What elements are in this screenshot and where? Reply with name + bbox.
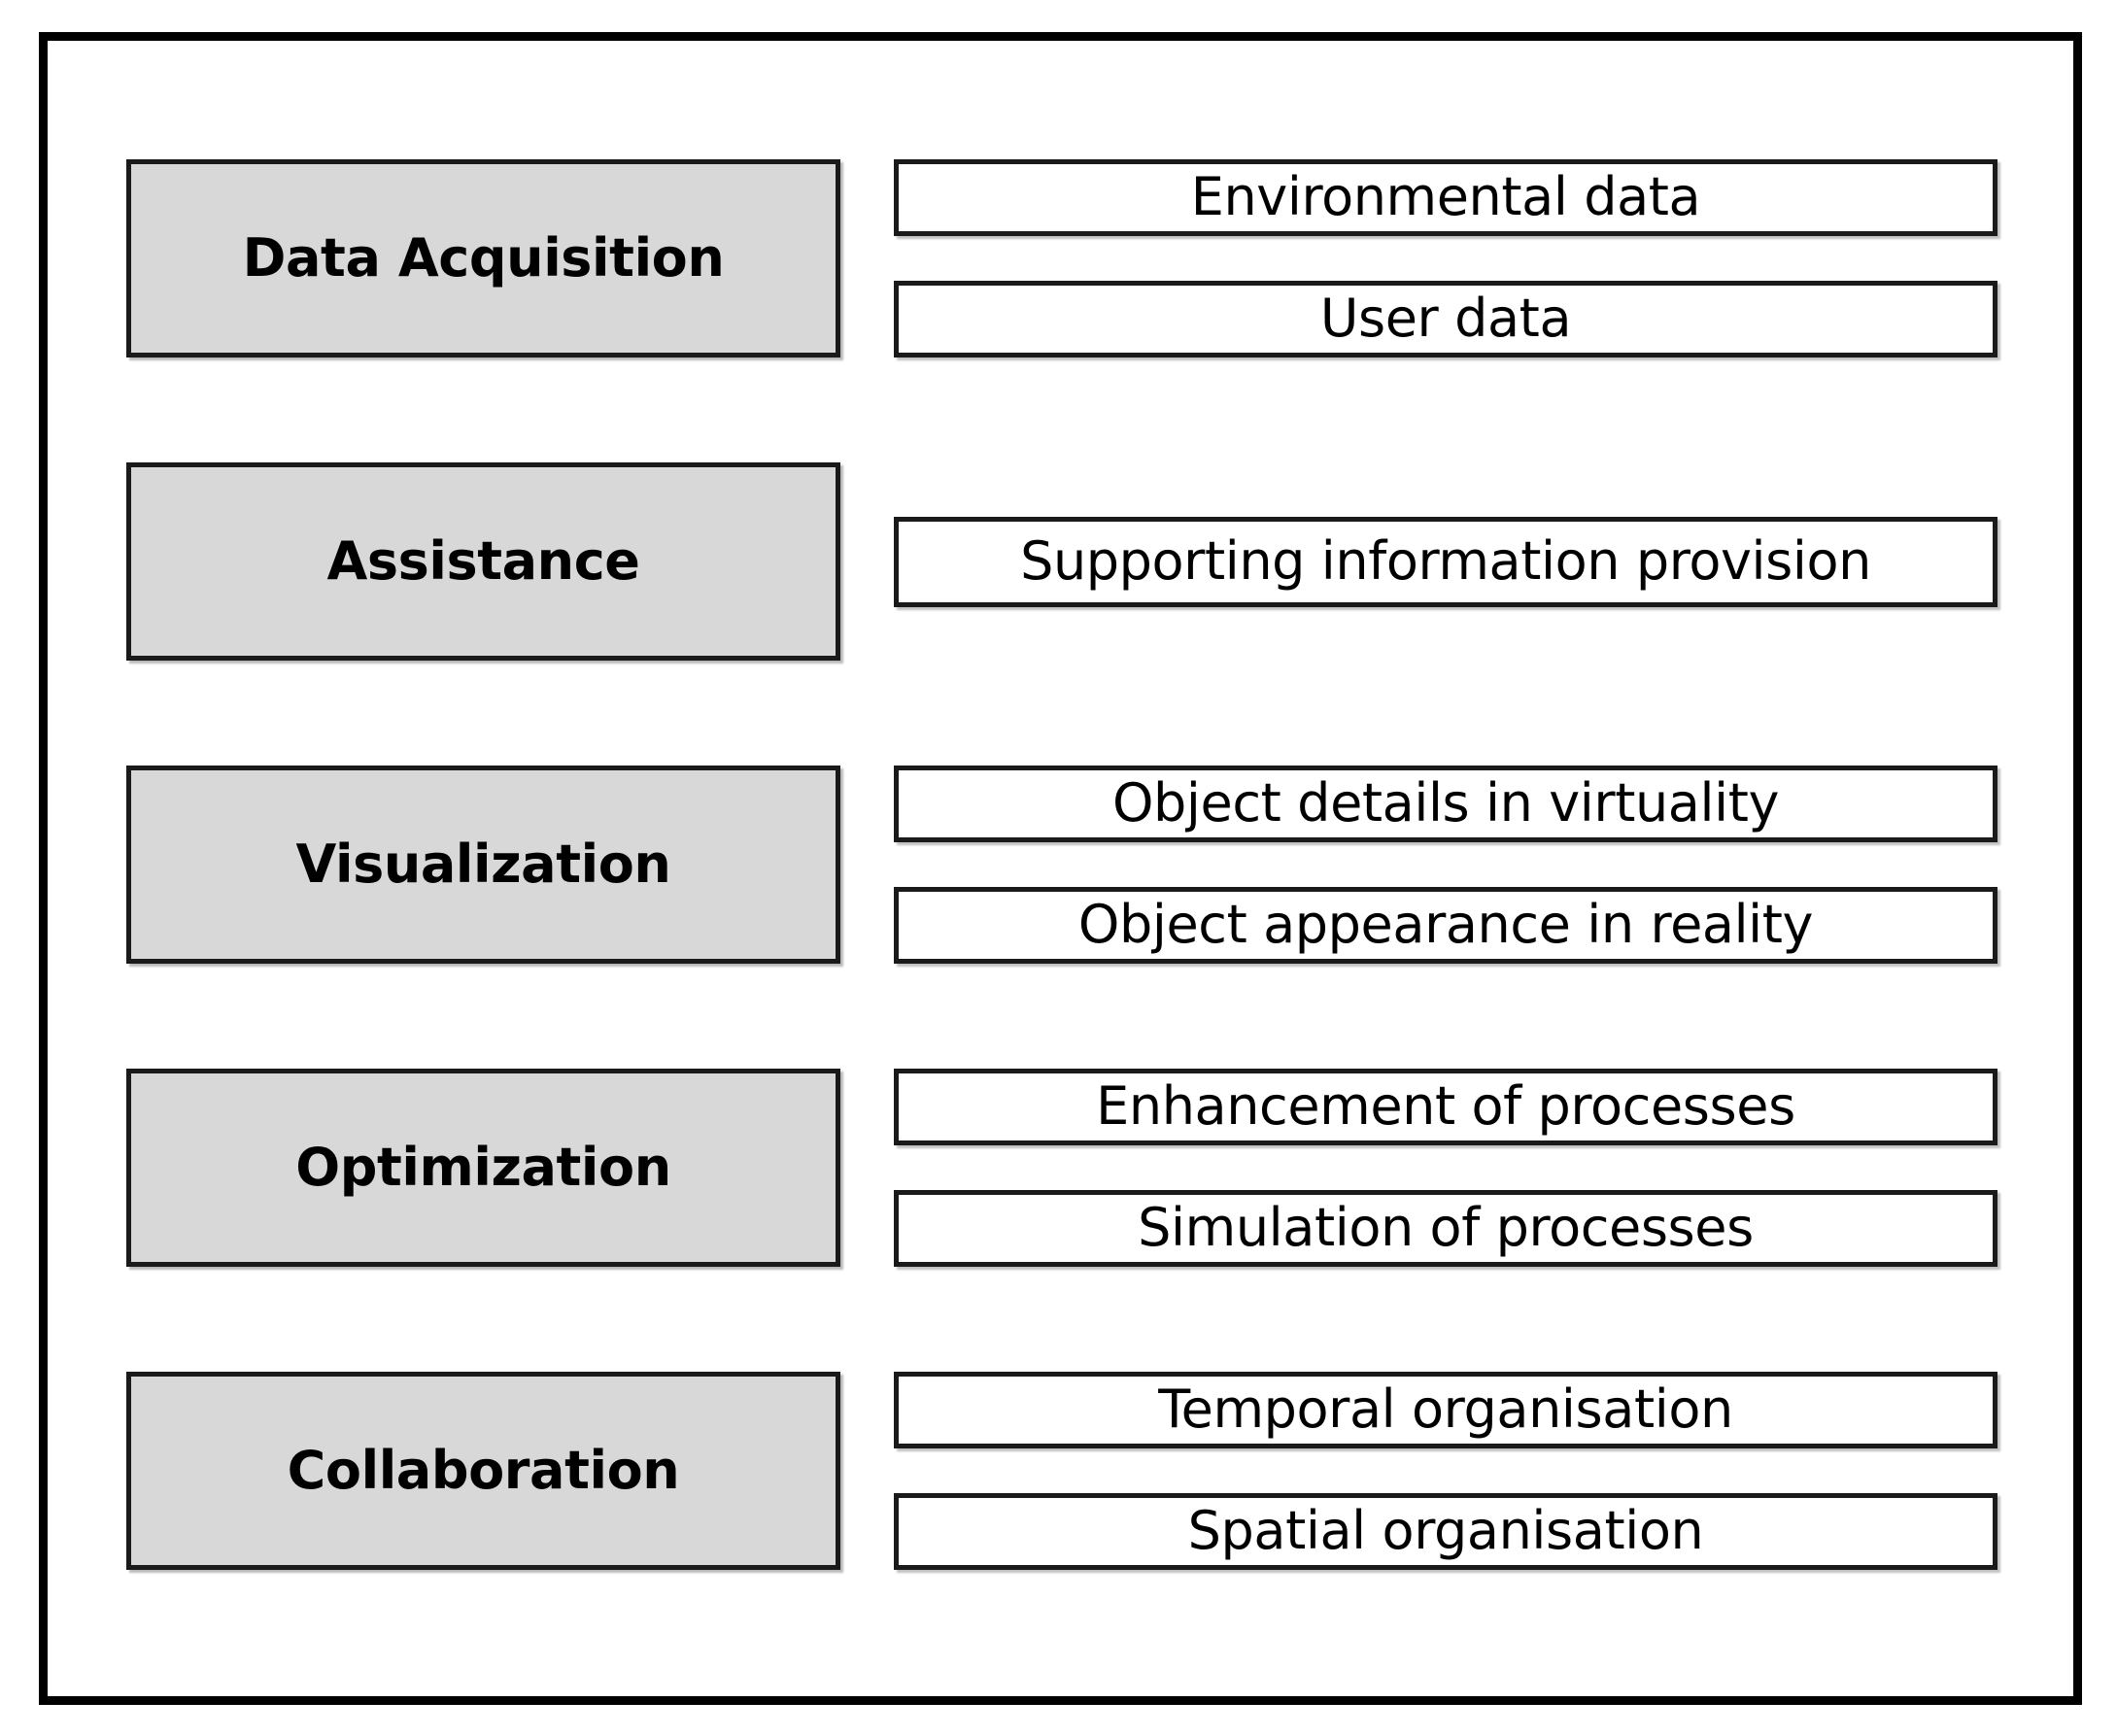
item-box: Temporal organisation [894,1372,1997,1448]
item-label: Supporting information provision [1020,529,1871,592]
item-box: Enhancement of processes [894,1069,1997,1145]
category-row-assistance: Assistance Supporting information provis… [126,462,1997,661]
category-row-visualization: Visualization Object details in virtuali… [126,766,1997,964]
item-label: Simulation of processes [1138,1197,1754,1259]
item-box: Object details in virtuality [894,766,1997,842]
category-row-data-acquisition: Data Acquisition Environmental data User… [126,159,1997,357]
category-box-assistance: Assistance [126,462,840,661]
items-column-assistance: Supporting information provision [894,462,1997,661]
item-box: Supporting information provision [894,516,1997,607]
item-box: Environmental data [894,159,1997,236]
diagram-frame: Data Acquisition Environmental data User… [39,32,2082,1705]
category-label-optimization: Optimization [295,1136,671,1198]
item-box: Spatial organisation [894,1493,1997,1570]
item-box: Object appearance in reality [894,887,1997,964]
category-label-collaboration: Collaboration [287,1439,680,1501]
category-label-assistance: Assistance [326,529,640,592]
category-box-visualization: Visualization [126,766,840,964]
category-rows: Data Acquisition Environmental data User… [48,41,2073,1696]
item-label: Object details in virtuality [1111,772,1780,834]
category-box-data-acquisition: Data Acquisition [126,159,840,357]
item-box: User data [894,281,1997,357]
category-row-collaboration: Collaboration Temporal organisation Spat… [126,1372,1997,1570]
item-label: User data [1319,288,1572,350]
category-label-visualization: Visualization [295,833,671,895]
category-box-optimization: Optimization [126,1069,840,1267]
item-label: Temporal organisation [1158,1379,1733,1441]
category-row-optimization: Optimization Enhancement of processes Si… [126,1069,1997,1267]
item-label: Object appearance in reality [1077,894,1814,956]
item-label: Spatial organisation [1187,1500,1704,1562]
items-column-visualization: Object details in virtuality Object appe… [894,766,1997,964]
items-column-optimization: Enhancement of processes Simulation of p… [894,1069,1997,1267]
items-column-data-acquisition: Environmental data User data [894,159,1997,357]
category-label-data-acquisition: Data Acquisition [242,226,725,289]
category-box-collaboration: Collaboration [126,1372,840,1570]
item-label: Environmental data [1190,166,1701,228]
item-box: Simulation of processes [894,1190,1997,1267]
item-label: Enhancement of processes [1096,1075,1795,1138]
items-column-collaboration: Temporal organisation Spatial organisati… [894,1372,1997,1570]
